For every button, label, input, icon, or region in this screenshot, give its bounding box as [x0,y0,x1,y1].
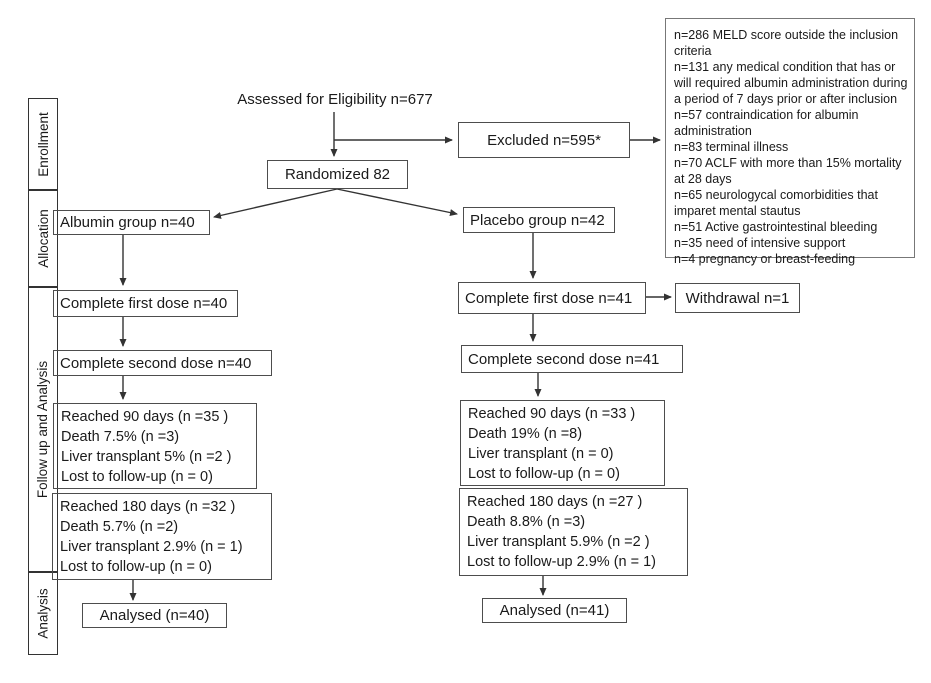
albumin-day180-box: Reached 180 days (n =32 ) Death 5.7% (n … [52,493,272,580]
placebo-analysed-box: Analysed (n=41) [482,598,627,623]
albumin-day180-line: Reached 180 days (n =32 ) [60,499,236,515]
randomized-box: Randomized 82 [267,160,408,189]
albumin-day90-line: Death 7.5% (n =3) [61,429,180,445]
stage-follow-up-and-analysis-label: Follow up and Analysis [35,360,51,499]
albumin-group-box: Albumin group n=40 [53,210,210,235]
placebo-day180-line: Reached 180 days (n =27 ) [467,494,643,510]
exclusion-reason: n=83 terminal illness [674,140,789,154]
arrow-randomized-to-placebo [336,188,458,216]
stage-enrollment-label: Enrollment [35,111,51,177]
exclusion-reason: n=51 Active gastrointestinal bleeding [674,220,878,234]
exclusion-reason: n=35 need of intensive support [674,236,846,250]
albumin-analysed-box: Analysed (n=40) [82,603,227,628]
exclusion-reason: n=65 neurologycal comorbidities that imp… [674,188,878,218]
stage-analysis: Analysis [28,572,58,655]
albumin-day90-line: Liver transplant 5% (n =2 ) [61,449,232,465]
assessed-for-eligibility-text: Assessed for Eligibility n=677 [237,91,433,108]
placebo-day90-line: Lost to follow-up (n = 0) [468,466,620,482]
placebo-day180-line: Lost to follow-up 2.9% (n = 1) [467,554,657,570]
placebo-day90-line: Reached 90 days (n =33 ) [468,406,636,422]
exclusion-reason: n=70 ACLF with more than 15% mortality a… [674,156,902,186]
stage-enrollment: Enrollment [28,98,58,190]
stage-allocation-label: Allocation [35,209,51,268]
exclusion-reason: n=131 any medical condition that has or … [674,60,908,106]
stage-follow-up-and-analysis: Follow up and Analysis [28,287,58,572]
withdrawal-box: Withdrawal n=1 [675,283,800,313]
placebo-day90-line: Liver transplant (n = 0) [468,446,614,462]
exclusion-reason: n=57 contraindication for albumin admini… [674,108,859,138]
stage-analysis-label: Analysis [35,588,51,639]
placebo-day180-line: Liver transplant 5.9% (n =2 ) [467,534,650,550]
albumin-day90-line: Lost to follow-up (n = 0) [61,469,213,485]
albumin-day180-line: Liver transplant 2.9% (n = 1) [60,539,243,555]
placebo-group-box: Placebo group n=42 [463,207,615,233]
exclusion-reason: n=286 MELD score outside the inclusion c… [674,28,899,58]
exclusion-reason: n=4 pregnancy or breast-feeding [674,252,856,266]
albumin-day90-line: Reached 90 days (n =35 ) [61,409,229,425]
placebo-first-dose-box: Complete first dose n=41 [458,282,646,314]
arrow-randomized-to-albumin [213,188,338,219]
exclusion-reasons-panel: n=286 MELD score outside the inclusion c… [665,18,915,266]
excluded-box: Excluded n=595* [458,122,630,158]
placebo-day90-box: Reached 90 days (n =33 ) Death 19% (n =8… [460,400,665,486]
albumin-day180-line: Lost to follow-up (n = 0) [60,559,212,575]
placebo-day180-box: Reached 180 days (n =27 ) Death 8.8% (n … [459,488,688,576]
albumin-first-dose-box: Complete first dose n=40 [53,290,238,317]
albumin-day180-line: Death 5.7% (n =2) [60,519,179,535]
placebo-day90-line: Death 19% (n =8) [468,426,583,442]
placebo-day180-line: Death 8.8% (n =3) [467,514,586,530]
placebo-second-dose-box: Complete second dose n=41 [461,345,683,373]
albumin-second-dose-box: Complete second dose n=40 [53,350,272,376]
albumin-day90-box: Reached 90 days (n =35 ) Death 7.5% (n =… [53,403,257,489]
stage-allocation: Allocation [28,190,58,287]
